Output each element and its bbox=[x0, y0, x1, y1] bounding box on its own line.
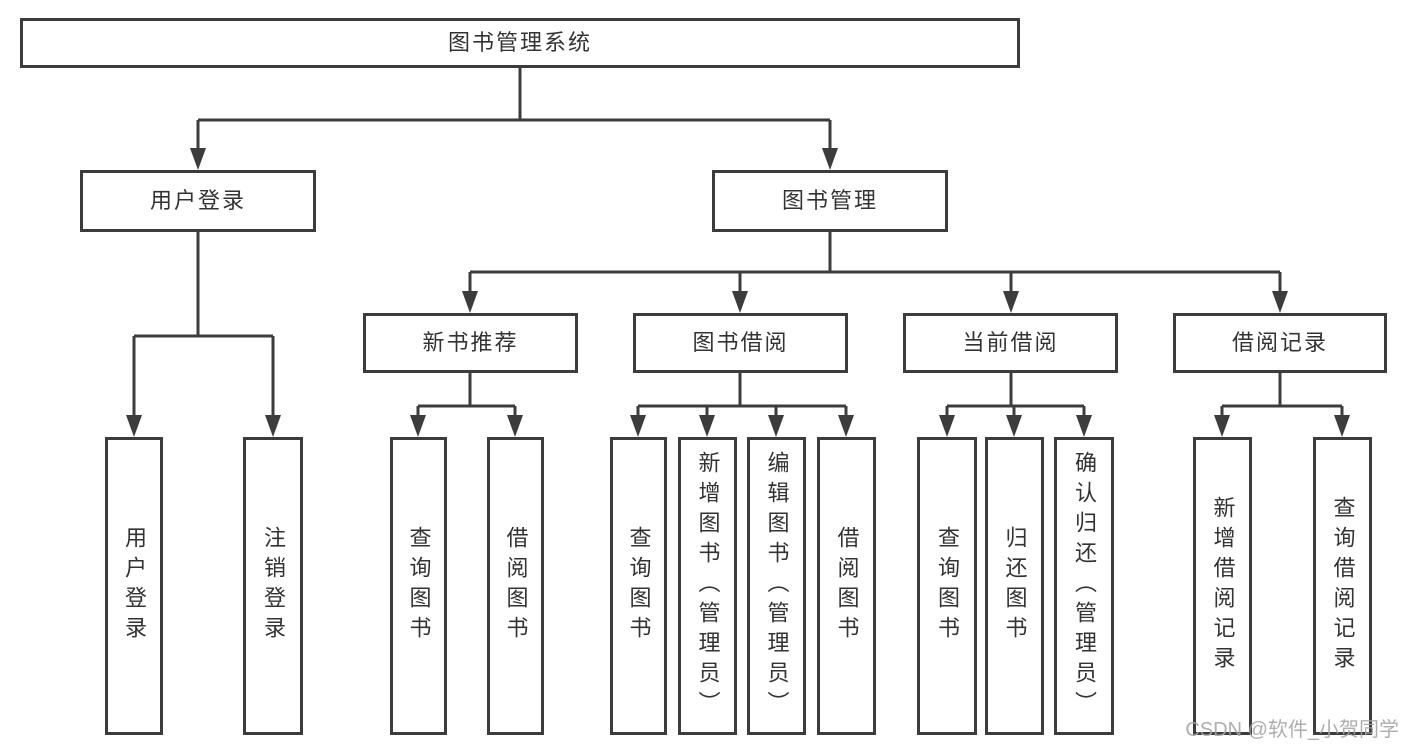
leaf-query-borrow-record-label: 查询借阅记录 bbox=[1330, 496, 1356, 676]
leaf-add-books-admin-label: 新增图书（管理员） bbox=[695, 451, 721, 721]
leaf-add-borrow-record-label: 新增借阅记录 bbox=[1210, 496, 1236, 676]
node-book-management: 图书管理 bbox=[712, 170, 948, 232]
leaf-logout: 注销登录 bbox=[243, 437, 303, 735]
leaf-confirm-return-admin: 确认归还（管理员） bbox=[1054, 437, 1114, 735]
leaf-query-borrow-record: 查询借阅记录 bbox=[1313, 437, 1372, 735]
leaf-query-books-1-label: 查询图书 bbox=[406, 526, 432, 646]
node-borrowing-records: 借阅记录 bbox=[1173, 313, 1387, 373]
leaf-query-books-3: 查询图书 bbox=[917, 437, 977, 735]
leaf-return-books-label: 归还图书 bbox=[1002, 526, 1028, 646]
leaf-query-books-2-label: 查询图书 bbox=[626, 526, 652, 646]
node-book-management-system: 图书管理系统 bbox=[20, 18, 1020, 68]
leaf-query-books-2: 查询图书 bbox=[610, 437, 667, 735]
leaf-add-books-admin: 新增图书（管理员） bbox=[678, 437, 737, 735]
leaf-edit-books-admin: 编辑图书（管理员） bbox=[747, 437, 806, 735]
leaf-user-login-label: 用户登录 bbox=[122, 526, 147, 646]
leaf-query-books-3-label: 查询图书 bbox=[935, 526, 960, 646]
node-book-borrowing: 图书借阅 bbox=[633, 313, 848, 373]
csdn-watermark: CSDN @软件_小贺同学 bbox=[1185, 719, 1399, 741]
leaf-borrow-books-2-label: 借阅图书 bbox=[834, 526, 860, 646]
leaf-borrow-books-2: 借阅图书 bbox=[817, 437, 876, 735]
node-current-borrowing: 当前借阅 bbox=[903, 313, 1118, 373]
node-new-book-recommendation: 新书推荐 bbox=[363, 313, 578, 373]
leaf-edit-books-admin-label: 编辑图书（管理员） bbox=[764, 451, 790, 721]
leaf-borrow-books-1: 借阅图书 bbox=[487, 437, 544, 735]
leaf-query-books-1: 查询图书 bbox=[390, 437, 447, 735]
leaf-logout-label: 注销登录 bbox=[261, 526, 286, 646]
leaf-confirm-return-admin-label: 确认归还（管理员） bbox=[1072, 451, 1097, 721]
leaf-return-books: 归还图书 bbox=[985, 437, 1044, 735]
node-user-login: 用户登录 bbox=[80, 170, 316, 232]
leaf-user-login: 用户登录 bbox=[105, 437, 163, 735]
leaf-add-borrow-record: 新增借阅记录 bbox=[1193, 437, 1252, 735]
leaf-borrow-books-1-label: 借阅图书 bbox=[503, 526, 529, 646]
